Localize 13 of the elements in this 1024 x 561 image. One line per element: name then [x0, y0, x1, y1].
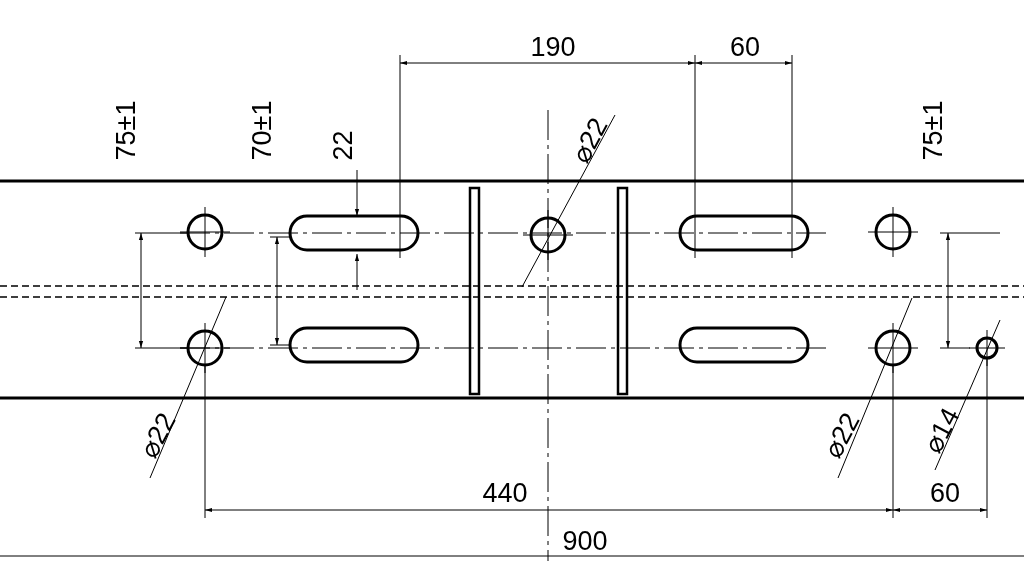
dimension-label: ⌀22 [819, 408, 865, 462]
dimension-label: 60 [730, 33, 761, 61]
dimension-label: 440 [482, 479, 528, 507]
dimension-label: 70±1 [249, 100, 277, 160]
dimension-label: ⌀14 [919, 403, 965, 457]
dimension-label: 60 [930, 479, 961, 507]
dimension-label: 190 [530, 33, 576, 61]
dimension-label: 22 [329, 130, 357, 160]
dimension-label: 900 [562, 527, 608, 555]
dimension-label: 75±1 [113, 100, 141, 160]
dimension-label: ⌀22 [135, 408, 181, 462]
dimension-label: ⌀22 [567, 113, 613, 167]
dimension-label: 75±1 [920, 100, 948, 160]
